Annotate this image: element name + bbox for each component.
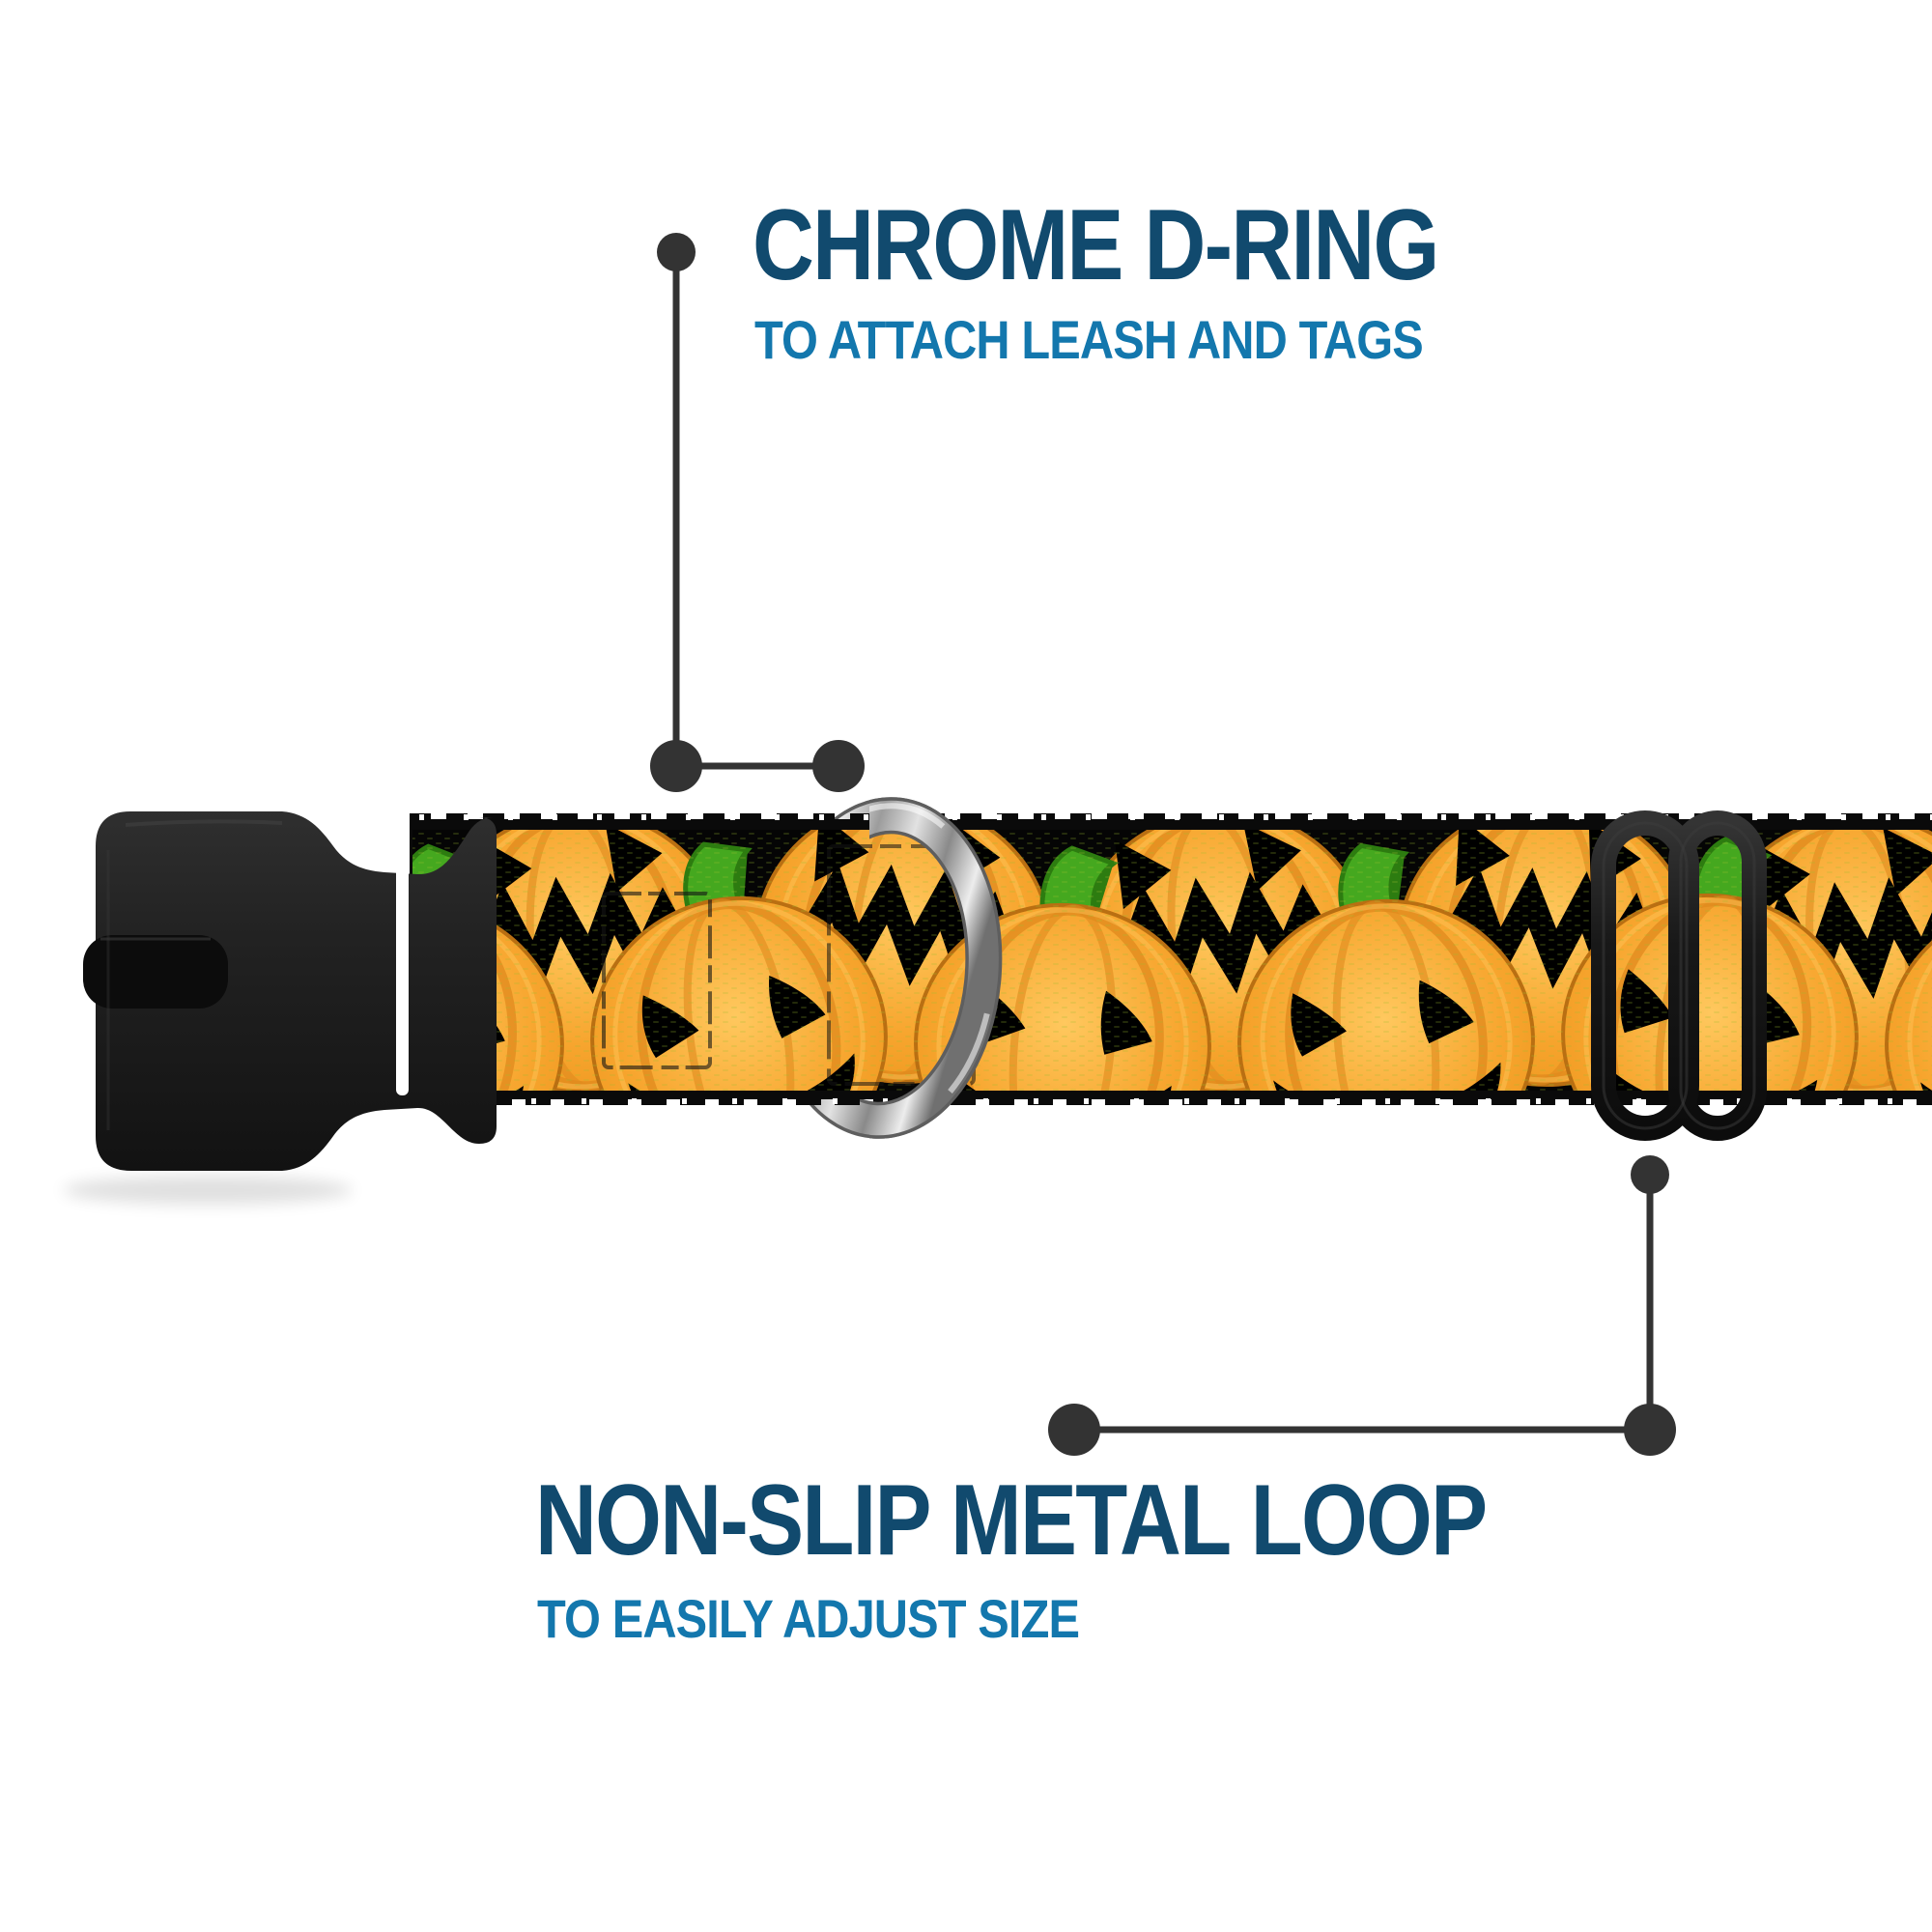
d-ring [869, 797, 1003, 1139]
connector-dot [812, 740, 865, 792]
callout-connector-d-ring [650, 233, 865, 792]
connector-dot [1048, 1404, 1100, 1456]
callout-connector-slider [1048, 1155, 1676, 1456]
connector-dot [1624, 1404, 1676, 1456]
connector-dot [657, 233, 696, 271]
connector-dot [650, 740, 702, 792]
callout-title-metal-loop: NON-SLIP METAL LOOP [535, 1464, 1488, 1577]
callout-subtitle-metal-loop: TO EASILY ADJUST SIZE [537, 1588, 1080, 1649]
side-release-buckle [63, 811, 497, 1205]
connector-dot [1631, 1155, 1669, 1194]
adjustment-slider [1591, 810, 1767, 1141]
callout-title-chrome-d-ring: CHROME D-RING [753, 189, 1439, 301]
callout-subtitle-chrome-d-ring: TO ATTACH LEASH AND TAGS [754, 309, 1424, 370]
buckle-webbing-gap [396, 829, 409, 1095]
